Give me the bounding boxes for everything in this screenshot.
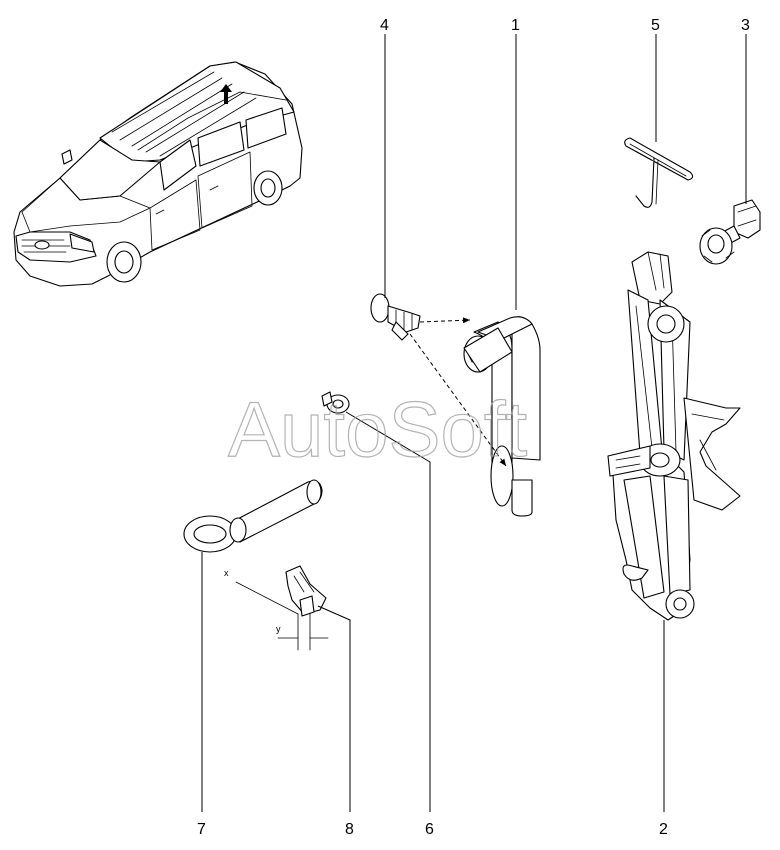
callout-4: 4	[380, 17, 389, 34]
assembly-arrow-clip-to-shaft	[409, 333, 507, 467]
clamp-part	[235, 565, 329, 651]
callout-7: 7	[197, 821, 206, 838]
callout-2: 2	[659, 821, 668, 838]
dimension-label-y: y	[276, 624, 281, 634]
wheel-brace-part	[463, 316, 541, 517]
callout-3: 3	[741, 17, 750, 34]
scissor-jack-part	[607, 251, 741, 621]
t-handle-part	[624, 137, 694, 208]
callout-6: 6	[425, 821, 434, 838]
clip-part	[370, 293, 421, 341]
watermark-text: AutoSoft	[228, 385, 528, 473]
washer-part	[321, 391, 350, 414]
dimension-label-x: x	[224, 568, 229, 578]
callout-1: 1	[511, 17, 520, 34]
callout-8: 8	[345, 821, 354, 838]
towing-eye-part	[183, 479, 323, 553]
jack-retainer-part	[699, 199, 761, 265]
callout-5: 5	[651, 17, 660, 34]
vehicle-illustration	[13, 61, 303, 287]
assembly-arrow-clip-to-brace	[419, 317, 471, 324]
leader-lines	[201, 34, 747, 812]
